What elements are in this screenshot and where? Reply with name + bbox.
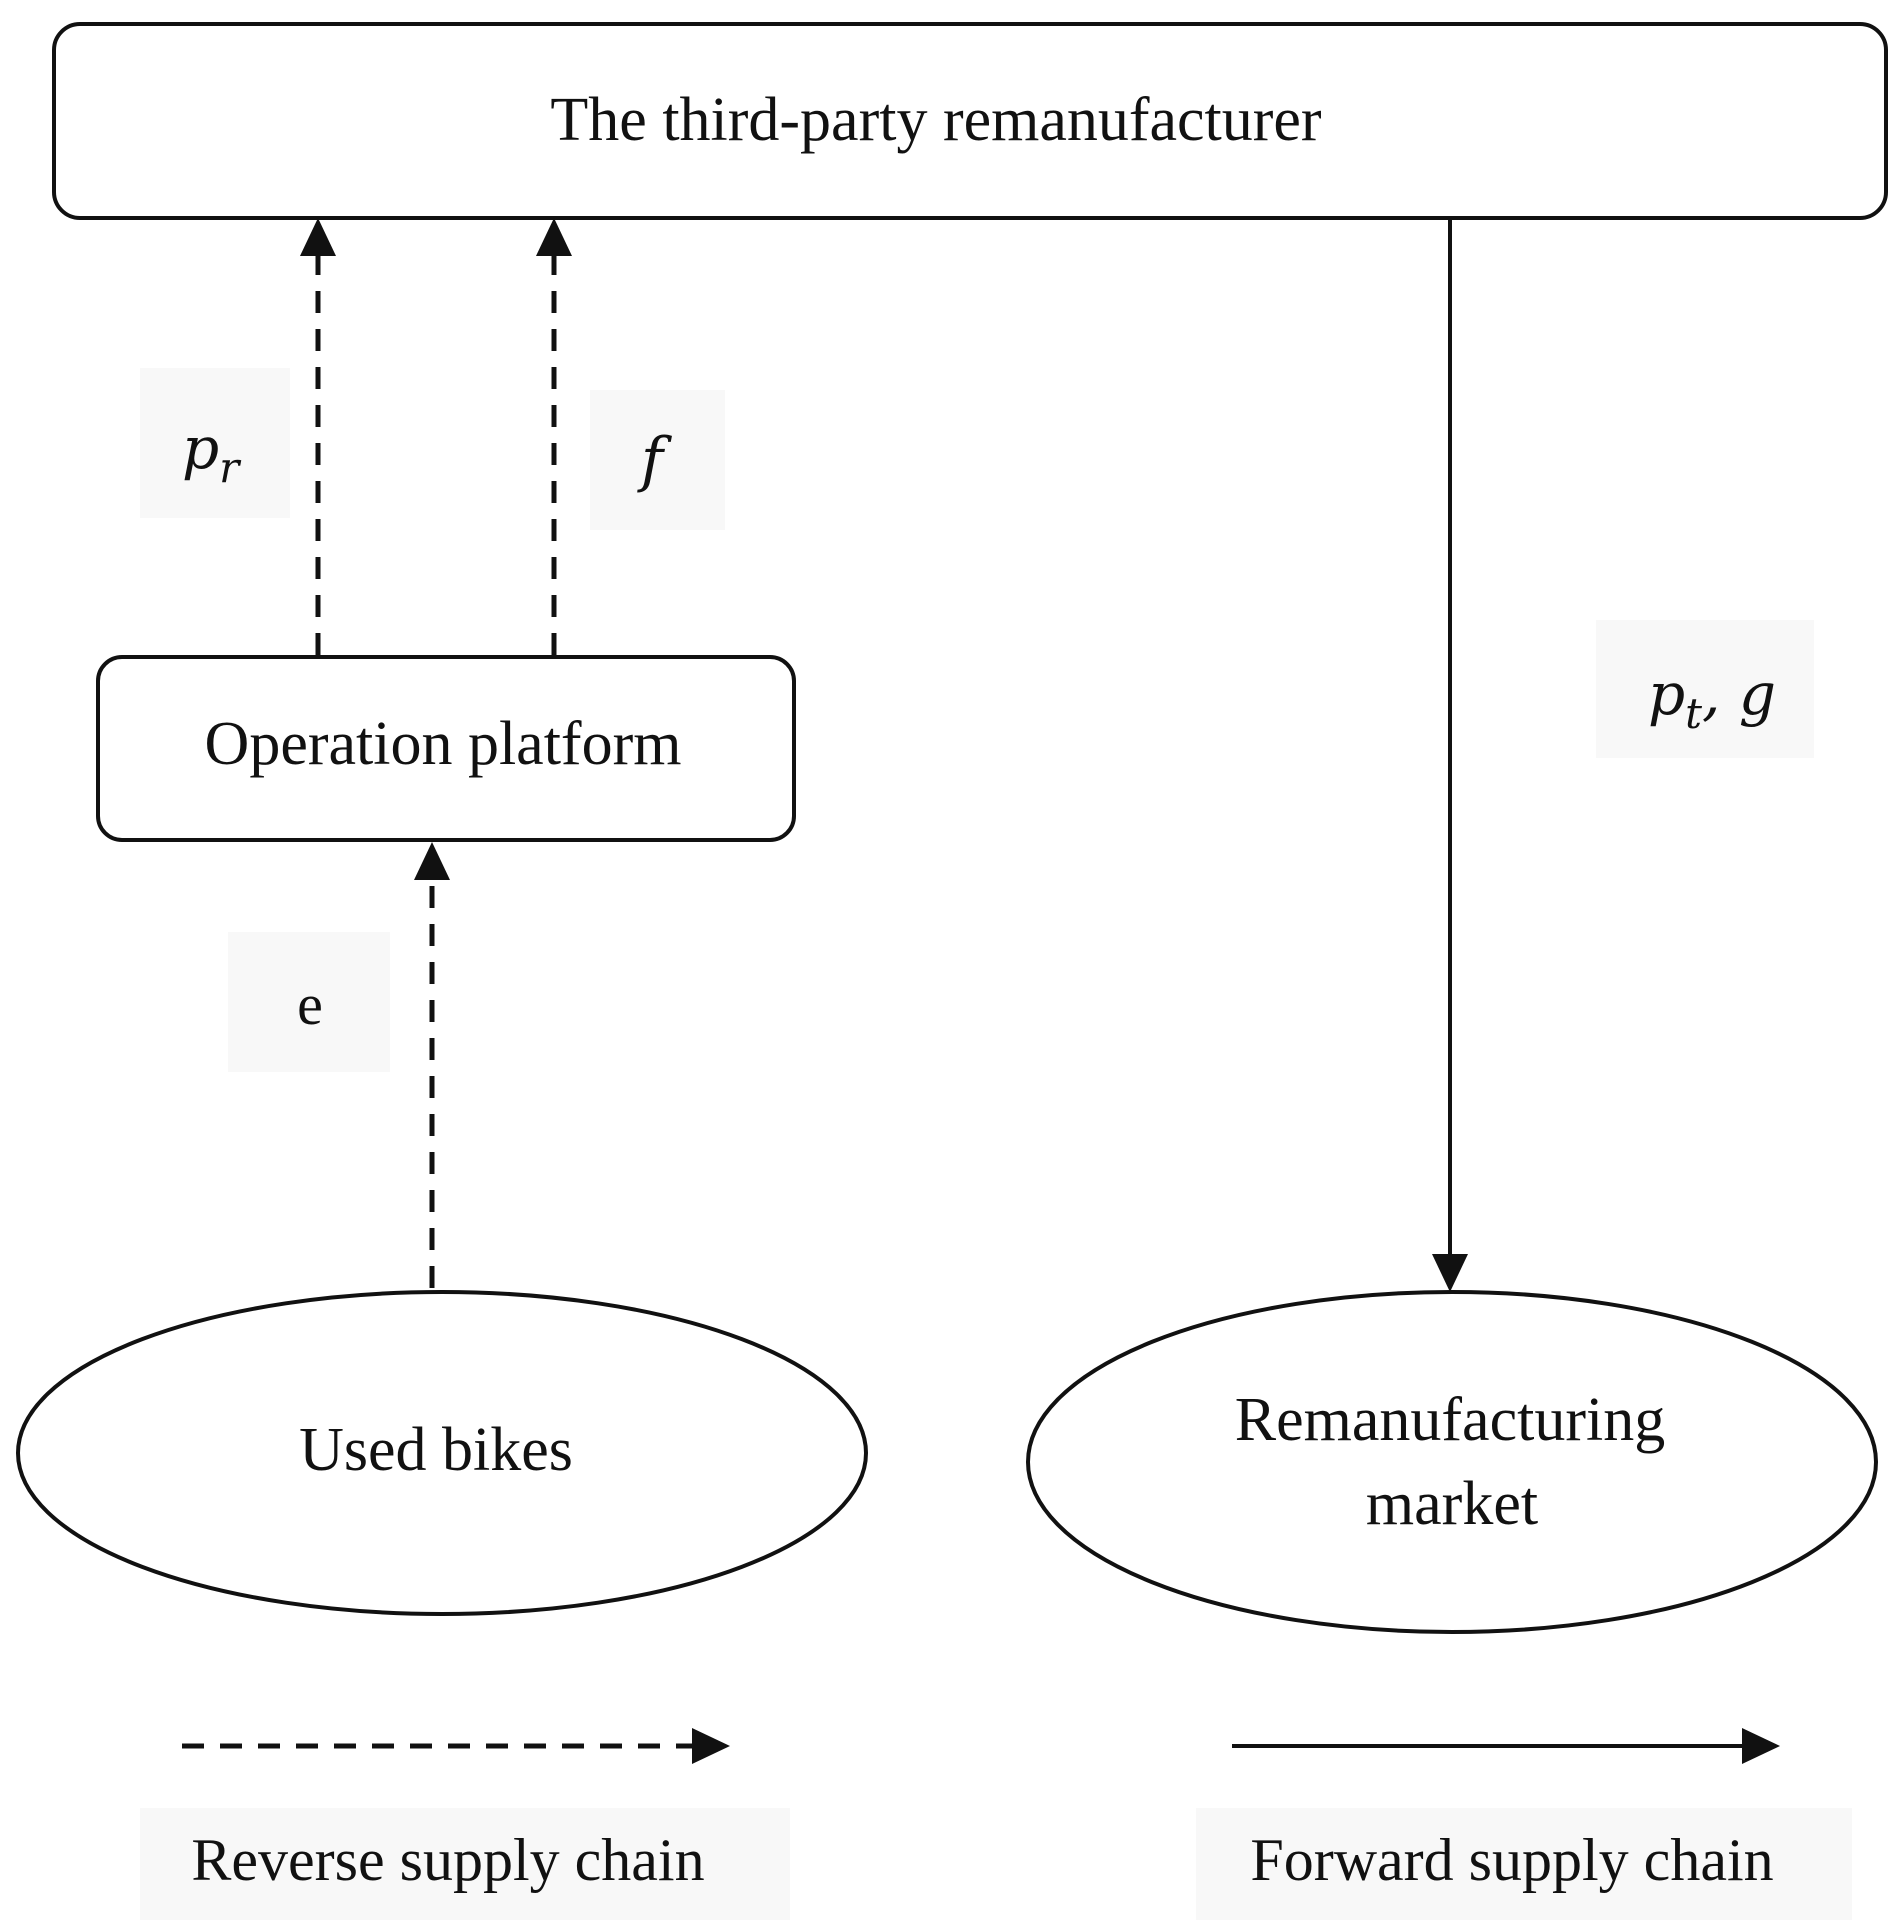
reverse-flow-pr-arrowhead bbox=[300, 218, 336, 256]
e-label-bg bbox=[228, 932, 390, 1072]
legend-forward-label: Forward supply chain bbox=[1250, 1827, 1773, 1893]
legend-forward-bg bbox=[1196, 1808, 1852, 1920]
reverse-flow-f-arrowhead bbox=[536, 218, 572, 256]
pt-label-base: p bbox=[1648, 660, 1685, 728]
pr-label: pr bbox=[182, 414, 242, 492]
used-bikes-node bbox=[16, 1290, 868, 1616]
legend-forward-arrowhead bbox=[1742, 1728, 1780, 1764]
e-label: e bbox=[297, 972, 323, 1037]
f-label-bg bbox=[590, 390, 725, 530]
pt-g-label-bg bbox=[1596, 620, 1814, 758]
pt-g-label: pt, g bbox=[1648, 660, 1776, 738]
reverse-flow-e-arrowhead bbox=[414, 842, 450, 880]
legend-reverse-arrowhead bbox=[692, 1728, 730, 1764]
operation-platform-label: Operation platform bbox=[205, 710, 682, 778]
remanufacturer-node bbox=[52, 22, 1888, 220]
pt-label-sub: t bbox=[1685, 689, 1702, 738]
pt-g-label-rest: , g bbox=[1702, 660, 1776, 728]
pr-label-sub: r bbox=[219, 443, 242, 492]
legend-reverse-bg bbox=[140, 1808, 790, 1920]
remanufacturing-market-label-line1: Remanufacturing bbox=[1235, 1386, 1665, 1454]
operation-platform-node bbox=[96, 655, 796, 842]
forward-flow-arrowhead bbox=[1432, 1254, 1468, 1292]
remanufacturing-market-label-line2: market bbox=[1366, 1470, 1538, 1538]
used-bikes-label: Used bikes bbox=[299, 1416, 573, 1484]
pr-label-bg bbox=[140, 368, 290, 518]
pr-label-base: p bbox=[182, 414, 219, 482]
remanufacturing-market-node bbox=[1026, 1290, 1878, 1634]
remanufacturer-label: The third-party remanufacturer bbox=[550, 86, 1322, 154]
legend-reverse-label: Reverse supply chain bbox=[191, 1827, 704, 1893]
